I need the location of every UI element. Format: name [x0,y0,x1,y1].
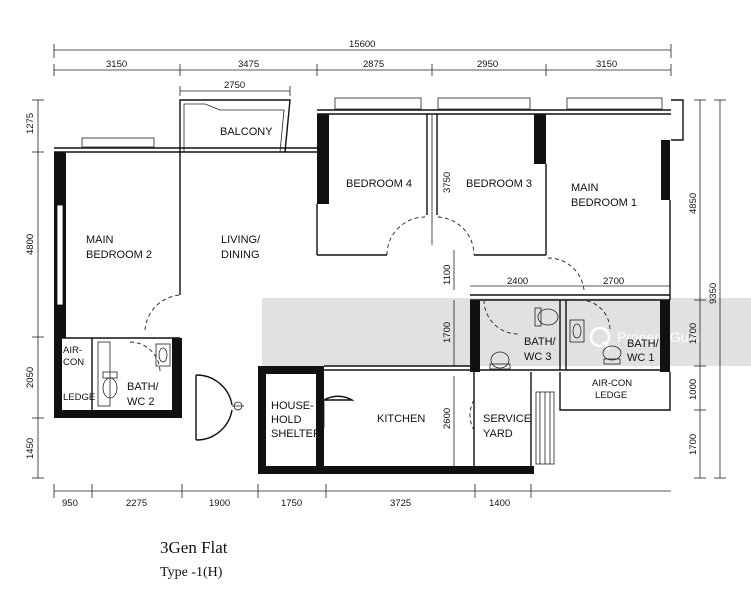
room-label-aircon-right-line1: AIR-CON [592,378,632,389]
room-label-bath-1-line2: WC 1 [627,352,655,364]
dim-inner-1100: 1100 [442,265,453,285]
room-label-aircon-right-line2: LEDGE [595,390,627,401]
dim-bottom: 950 [62,498,78,509]
dim-bottom: 3725 [390,498,411,509]
dim-bottom: 1750 [281,498,302,509]
dim-right-inner: 4850 [688,193,699,214]
toilet-icon [489,351,511,370]
toilet-icon [602,345,622,365]
dim-overall-top: 15600 [349,39,375,50]
dimension-lines [32,44,726,498]
room-label-balcony: BALCONY [220,126,273,138]
toilet-icon [534,307,559,327]
room-label-main-bedroom-2-line1: MAIN [86,234,114,246]
room-label-main-bedroom-1-line2: BEDROOM 1 [571,197,637,209]
room-label-living-line1: LIVING/ [221,234,261,246]
room-label-kitchen: KITCHEN [377,413,425,425]
room-label-bath-1-line1: BATH/ [627,338,660,350]
dim-inner-1700: 1700 [442,322,453,343]
dim-bath-row: 2400 [507,276,528,287]
room-label-aircon-left-line3: LEDGE [63,392,95,403]
dim-top: 3150 [596,59,617,70]
dim-left: 2050 [25,367,36,388]
room-label-bath-3-line2: WC 3 [524,351,552,363]
room-label-main-bedroom-2-line2: BEDROOM 2 [86,249,152,261]
dim-right-overall: 9350 [708,283,719,304]
dim-left: 1450 [25,438,36,459]
room-label-living-line2: DINING [221,249,260,261]
dim-right-inner: 1700 [688,434,699,455]
dim-bottom: 1900 [209,498,230,509]
watermark-text: PropertyGuru [617,329,701,345]
room-label-service-line2: YARD [483,428,513,440]
room-label-household-line3: SHELTER [271,428,321,440]
dim-top: 3475 [238,59,259,70]
exterior-walls [54,97,684,474]
room-label-bath-3-line1: BATH/ [524,336,557,348]
plan-title: 3Gen Flat [160,538,228,557]
dim-right-inner: 1000 [688,379,699,400]
room-label-household-line2: HOLD [271,414,302,426]
dim-bedroom3-depth: 3750 [442,172,453,193]
watermark-logo-icon [589,326,611,351]
dim-top: 3150 [106,59,127,70]
plan-subtitle: Type -1(H) [160,565,223,580]
dim-bottom: 1400 [489,498,510,509]
room-label-household-line1: HOUSE- [271,400,314,412]
room-label-bath-2-line1: BATH/ [127,381,160,393]
dim-top: 2950 [477,59,498,70]
room-label-service-line1: SERVICE [483,413,531,425]
room-label-aircon-left-line1: AIR- [63,345,82,356]
room-label-bedroom-4: BEDROOM 4 [346,178,412,190]
room-label-main-bedroom-1-line1: MAIN [571,182,599,194]
dim-balcony: 2750 [224,80,245,91]
dim-inner-2600: 2600 [442,408,453,429]
toilet-icon [102,371,118,399]
room-labels: BALCONY BEDROOM 4 BEDROOM 3 MAIN BEDROOM… [63,126,660,440]
door-swings [129,216,611,431]
dim-left: 1275 [25,113,36,134]
dim-left: 4800 [25,234,36,255]
basin-icon [569,319,585,343]
room-label-bedroom-3: BEDROOM 3 [466,178,532,190]
dim-bath-row: 2700 [603,276,624,287]
dimension-labels: 15600 3150 3475 2875 2950 3150 2750 950 … [25,39,719,509]
dim-bottom: 2275 [126,498,147,509]
dim-right-inner: 1700 [688,323,699,344]
dim-top: 2875 [363,59,384,70]
bathroom-fixtures [102,307,622,399]
room-label-bath-2-line2: WC 2 [127,396,155,408]
room-label-aircon-left-line2: CON [63,357,84,368]
basin-icon [155,343,171,367]
